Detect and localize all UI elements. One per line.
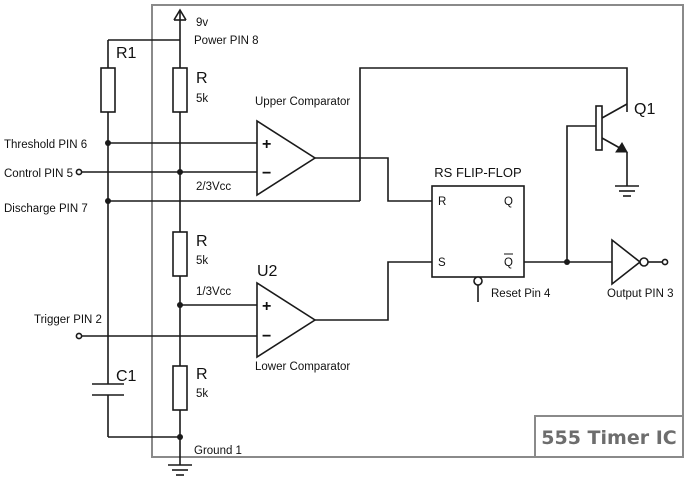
ground-icon — [168, 464, 192, 476]
threshold-pin-label: Threshold PIN 6 — [4, 139, 87, 151]
flip-flop-qbar-label: Q — [504, 257, 513, 269]
capacitor-c1 — [92, 383, 180, 438]
transistor-q1-icon — [595, 103, 628, 186]
divider-resistor-bottom-value: 5k — [196, 388, 208, 400]
discharge-feedback-wire — [359, 67, 628, 201]
control-pin-terminal — [75, 168, 83, 176]
divider-resistor-middle — [172, 231, 188, 366]
ground-label: Ground 1 — [194, 445, 242, 457]
divider-resistor-middle-value: 5k — [196, 255, 208, 267]
transistor-ground-icon — [615, 185, 639, 197]
discharge-pin-label: Discharge PIN 7 — [4, 203, 88, 215]
trigger-pin-terminal — [75, 332, 83, 340]
upper-comparator — [256, 119, 317, 197]
output-inverter — [611, 238, 669, 286]
junction-ground — [177, 434, 183, 440]
divider-resistor-top — [172, 67, 188, 232]
lower-comparator-plus: + — [262, 298, 271, 315]
reset-pin-bubble — [473, 276, 483, 286]
flip-flop-q-label: Q — [504, 196, 513, 208]
lower-comparator-designator: U2 — [257, 263, 278, 280]
flip-flop-s-label: S — [438, 257, 446, 269]
junction-lower-ref — [177, 302, 183, 308]
junction-discharge — [105, 198, 111, 204]
lower-comparator-minus: − — [262, 328, 271, 345]
divider-resistor-top-value: 5k — [196, 93, 208, 105]
lower-comparator — [256, 281, 317, 359]
power-arrow-icon — [173, 8, 187, 68]
control-pin-label: Control PIN 5 — [4, 168, 73, 180]
flip-flop-title: RS FLIP-FLOP — [434, 165, 521, 180]
junction-threshold — [105, 140, 111, 146]
flip-flop-r-label: R — [438, 196, 446, 208]
transistor-base-wire — [566, 125, 596, 262]
ic-outline — [151, 4, 684, 458]
lower-comparator-label: Lower Comparator — [255, 361, 350, 373]
divider-resistor-top-label: R — [196, 70, 208, 87]
resistor-r1 — [100, 39, 180, 384]
divider-resistor-bottom-label: R — [196, 366, 208, 383]
upper-comparator-plus: + — [262, 136, 271, 153]
lower-comparator-output-wire — [315, 261, 432, 321]
divider-resistor-bottom — [172, 365, 188, 465]
power-voltage: 9v — [196, 17, 208, 29]
ic-title-box — [534, 415, 684, 458]
rs-flip-flop — [431, 185, 525, 278]
upper-comparator-output-wire — [315, 157, 432, 202]
junction-control — [177, 169, 183, 175]
trigger-pin-label: Trigger PIN 2 — [34, 314, 102, 326]
capacitor-c1-label: C1 — [116, 368, 137, 385]
power-pin-label: Power PIN 8 — [194, 35, 259, 47]
upper-ref-label: 2/3Vcc — [196, 181, 231, 193]
output-pin-label: Output PIN 3 — [607, 288, 673, 300]
divider-resistor-middle-label: R — [196, 233, 208, 250]
resistor-r1-label: R1 — [116, 45, 137, 62]
upper-comparator-label: Upper Comparator — [255, 96, 350, 108]
lower-ref-label: 1/3Vcc — [196, 286, 231, 298]
transistor-q1-label: Q1 — [634, 101, 655, 118]
reset-pin-label: Reset Pin 4 — [491, 288, 551, 300]
upper-comparator-minus: − — [262, 165, 271, 182]
ic-title: 555 Timer IC — [541, 427, 676, 449]
